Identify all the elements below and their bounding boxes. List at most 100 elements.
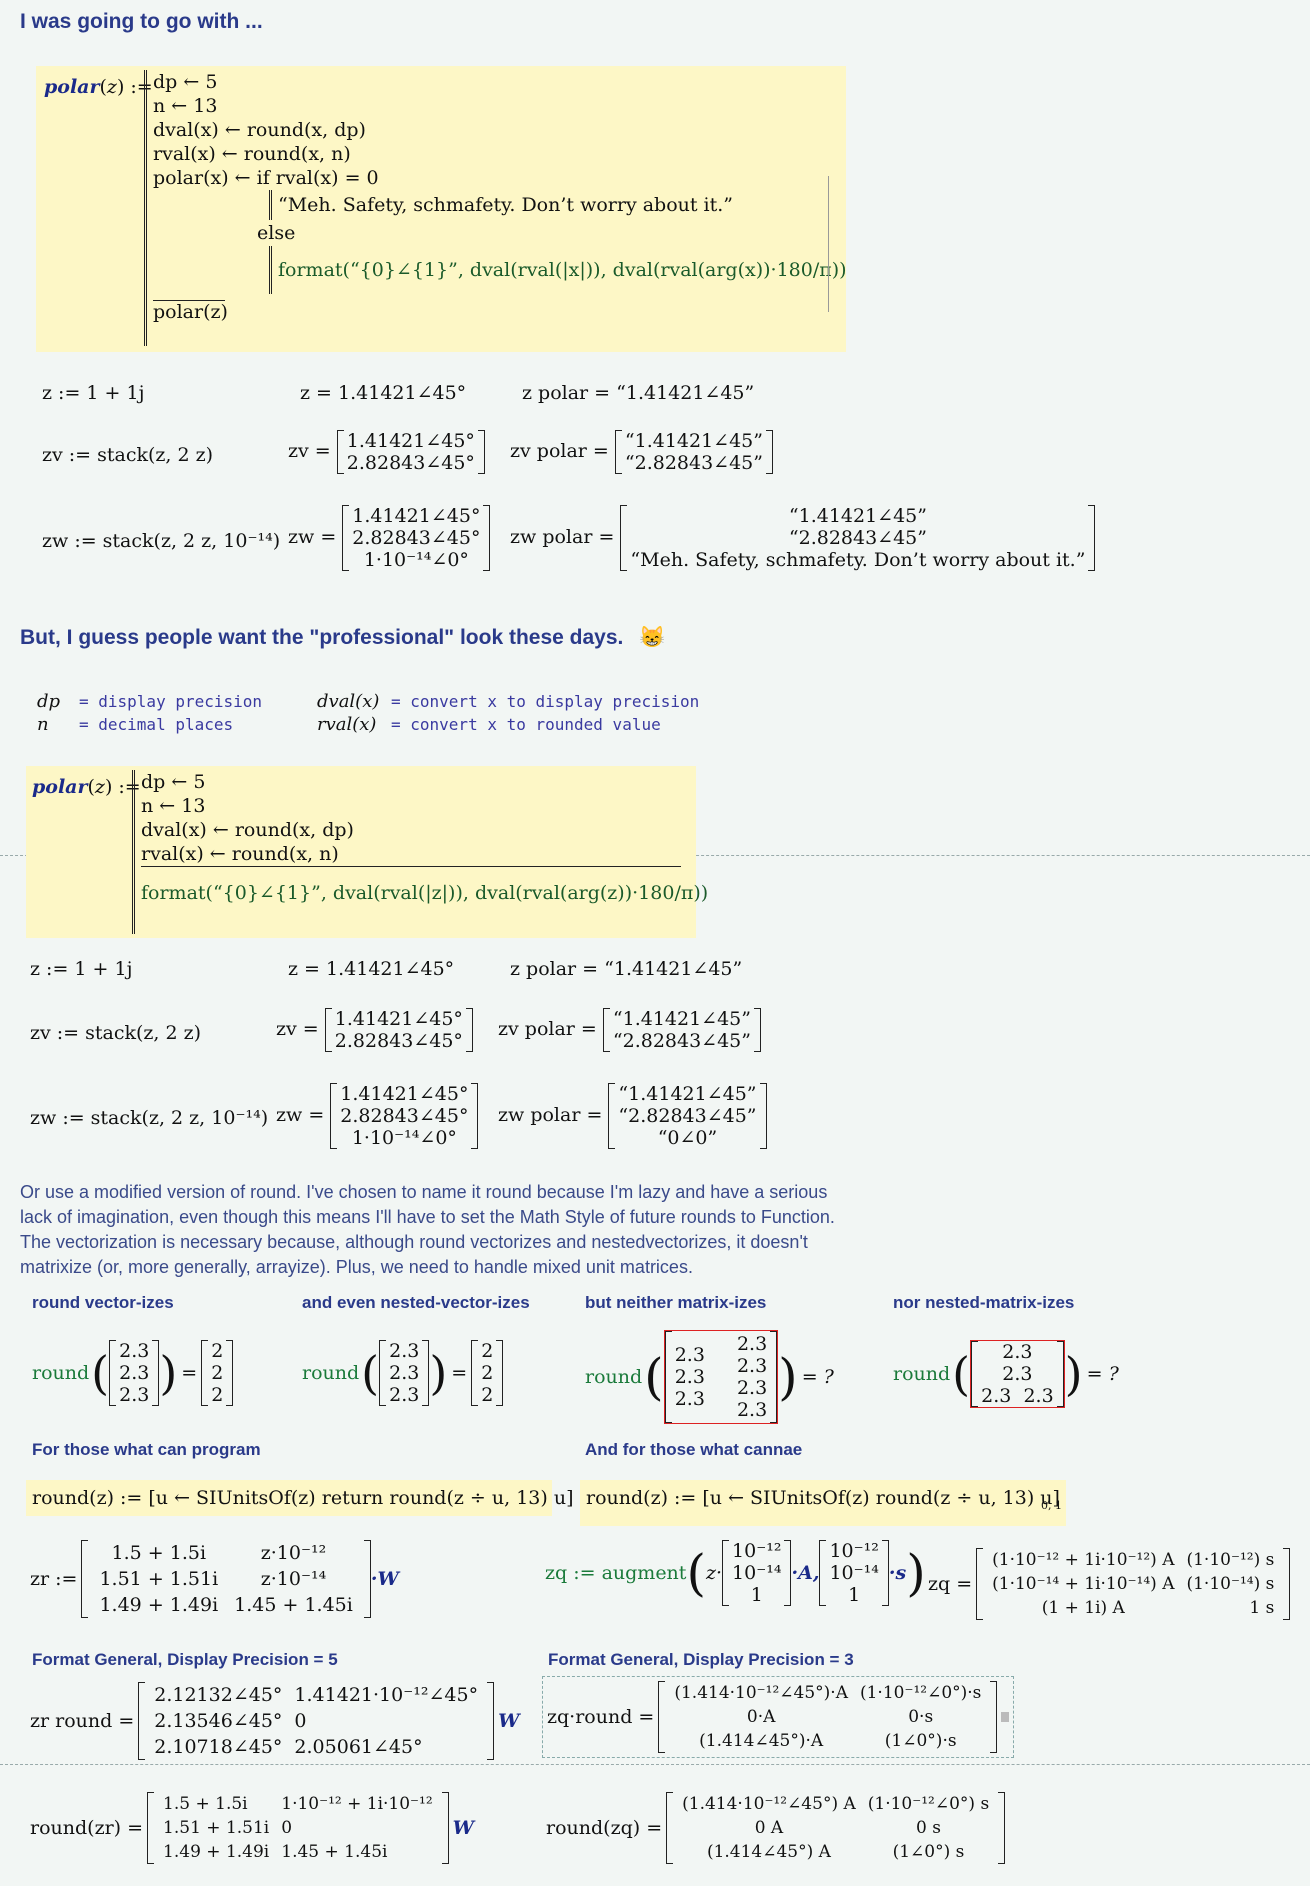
matrix-cell: 0 [281, 1818, 293, 1838]
matrix-cell: 1.5 + 1.5i [163, 1794, 248, 1814]
matrix-cell: 2.3 [389, 1340, 420, 1362]
zw-polar-2: zw polar = “1.41421∠45” “2.82843∠45” “0∠… [498, 1083, 767, 1149]
equals-unknown: = ? [1086, 1363, 1119, 1385]
matrix-cell: (1 + 1i) A [1041, 1598, 1125, 1618]
z-polar-1: z polar = “1.41421∠45” [522, 382, 755, 404]
demo-vectorize: round ( 2.3 2.3 2.3 ) = 2 2 2 [32, 1340, 234, 1406]
result-matrix: 1.41421∠45° 2.82843∠45° 1·10⁻¹⁴∠0° [342, 505, 491, 571]
matrix-cell: (1∠0°) s [892, 1842, 965, 1862]
matrix-cell: 2.3 [736, 1377, 768, 1399]
matrix-cell: 1.51 + 1.51i [163, 1818, 270, 1838]
result-matrix: “1.41421∠45” “2.82843∠45” “Meh. Safety, … [620, 505, 1096, 571]
result-matrix: 2.12132∠45°1.41421·10⁻¹²∠45° 2.13546∠45°… [138, 1682, 494, 1760]
matrix-cell: (1∠0°)·s [884, 1731, 957, 1751]
legend-term: dp [37, 691, 61, 712]
format-label-2: Format General, Display Precision = 3 [548, 1650, 854, 1669]
page-break [0, 1764, 1310, 1765]
def-label: round(zr) = [30, 1817, 144, 1839]
matrix-cell: z·10⁻¹⁴ [260, 1568, 327, 1590]
paren: ) [429, 1346, 448, 1400]
program-region-2[interactable]: polar(z) := dp ← 5 n ← 13 dval(x) ← roun… [26, 766, 708, 938]
result-matrix: “1.41421∠45” “2.82843∠45” “0∠0” [608, 1083, 767, 1149]
eval-label: zv = [288, 440, 331, 462]
explanation-text: Or use a modified version of round. I've… [20, 1180, 1020, 1280]
matrix-column: 2.3 2.3 2.3 [675, 1344, 705, 1410]
matrix-cell: 2 [211, 1362, 224, 1384]
paren: ( [91, 1346, 110, 1400]
matrix-cell: 2.05061∠45° [294, 1736, 423, 1758]
demo-nested-matrixize: round ( 2.3 2.3 2.3 2.3 ) = ? [893, 1340, 1119, 1408]
program-line: n ← 13 [153, 95, 218, 117]
region-subscript: 0, 1 [1041, 1499, 1062, 1512]
def-label: zq = [928, 1573, 973, 1595]
matrix-cell: (1·10⁻¹⁴ + 1i·10⁻¹⁴) A [992, 1574, 1175, 1594]
z-definition-2: z := 1 + 1j [30, 958, 133, 980]
equals: = [181, 1362, 198, 1384]
eval-label: zw polar = [510, 526, 615, 548]
demo-title: round vector-izes [32, 1293, 174, 1312]
legend-table: dp = display precision dval(x) = convert… [36, 690, 700, 736]
eval-label: zw = [276, 1104, 325, 1126]
matrix-cell: “2.82843∠45” [612, 1030, 751, 1052]
resize-handle-icon[interactable] [1001, 1712, 1010, 1722]
matrix-cell: 1.41421∠45° [334, 1008, 463, 1030]
def-label: zr round = [30, 1710, 135, 1732]
zq-definition: zq := augment ( z· 10⁻¹² 10⁻¹⁴ 1 ·A, 10⁻… [545, 1540, 926, 1606]
region-edge [828, 176, 829, 312]
else-label: else [257, 222, 296, 244]
round-zq-eval: round(zq) = (1.414·10⁻¹²∠45°) A(1·10⁻¹²∠… [546, 1792, 1006, 1864]
matrix-cell: 2.3 [736, 1355, 768, 1377]
input-matrix: 2.3 2.3 2.3 2.3 2.3 2.3 2.3 [663, 1330, 779, 1424]
program-line: dp ← 5 [153, 71, 218, 93]
matrix-cell: 2 [211, 1340, 224, 1362]
program-line: polar(x) ← if rval(x) = 0 [153, 167, 379, 189]
matrix-cell: 2.10718∠45° [154, 1736, 283, 1758]
zw-eval-2: zw = 1.41421∠45° 2.82843∠45° 1·10⁻¹⁴∠0° [276, 1083, 479, 1149]
z-polar-2: z polar = “1.41421∠45” [510, 958, 743, 980]
matrix-cell: (1·10⁻¹²∠0°)·s [859, 1683, 982, 1703]
matrix-cell: z·10⁻¹² [260, 1542, 327, 1564]
matrix-cell: 10⁻¹² [732, 1540, 782, 1562]
matrix-cell: “2.82843∠45” [618, 1105, 757, 1127]
program-subtitle: For those what can program [32, 1440, 261, 1459]
matrix-table: (1·10⁻¹² + 1i·10⁻¹²) A(1·10⁻¹²) s (1·10⁻… [986, 1548, 1280, 1620]
paren: ) [159, 1346, 178, 1400]
zw-eval-1: zw = 1.41421∠45° 2.82843∠45° 1·10⁻¹⁴∠0° [288, 505, 491, 571]
matrix-cell: 0·s [908, 1707, 934, 1727]
round-definition-inline[interactable]: round(z) := [u ← SIUnitsOf(z) round(z ÷ … [580, 1480, 1066, 1526]
heading-text: But, I guess people want the "profession… [20, 626, 624, 649]
matrix-cell: 2.3 [1002, 1341, 1033, 1363]
def-label: zr := [30, 1568, 78, 1590]
matrix-cell: “1.41421∠45” [788, 505, 927, 527]
eval-label: zv polar = [498, 1018, 597, 1040]
result-matrix: “1.41421∠45” “2.82843∠45” [614, 430, 774, 474]
matrix-cell: 1 s [1249, 1598, 1275, 1618]
output-matrix: 2 2 2 [471, 1340, 504, 1406]
eval-label: zv = [276, 1018, 319, 1040]
matrix-cell: 2.3 [389, 1384, 420, 1406]
input-matrix: 2.3 2.3 2.3 [109, 1340, 160, 1406]
matrix-cell: “1.41421∠45” [624, 430, 763, 452]
unit: W [498, 1710, 520, 1732]
program-region-1[interactable]: polar(z) := dp ← 5 n ← 13 dval(x) ← roun… [36, 66, 847, 352]
round-definition-program[interactable]: round(z) := [u ← SIUnitsOf(z) return rou… [26, 1480, 574, 1516]
else-body: format(“{0}∠{1}”, dval(rval(|x|)), dval(… [269, 246, 847, 294]
zq-round-eval[interactable]: zq·round = (1.414·10⁻¹²∠45°)·A(1·10⁻¹²∠0… [542, 1676, 1015, 1758]
program-return: format(“{0}∠{1}”, dval(rval(|z|)), dval(… [141, 866, 708, 919]
paren: ) [1064, 1347, 1083, 1401]
demo-matrixize: round ( 2.3 2.3 2.3 2.3 2.3 2.3 2.3 ) = … [585, 1330, 834, 1424]
program-body: dp ← 5 n ← 13 dval(x) ← round(x, dp) rva… [144, 70, 847, 346]
unit: ·W [370, 1568, 399, 1590]
matrix-cell: 2.3 [389, 1362, 420, 1384]
format-label-1: Format General, Display Precision = 5 [32, 1650, 338, 1669]
program-header: polar(z) := [44, 76, 153, 98]
input-matrix: 2.3 2.3 2.3 [379, 1340, 430, 1406]
legend-term: n [37, 714, 49, 735]
matrix-cell: “0∠0” [657, 1127, 718, 1149]
matrix-cell: 2.3 [119, 1384, 150, 1406]
legend-desc: = convert x to display precision [391, 692, 700, 711]
